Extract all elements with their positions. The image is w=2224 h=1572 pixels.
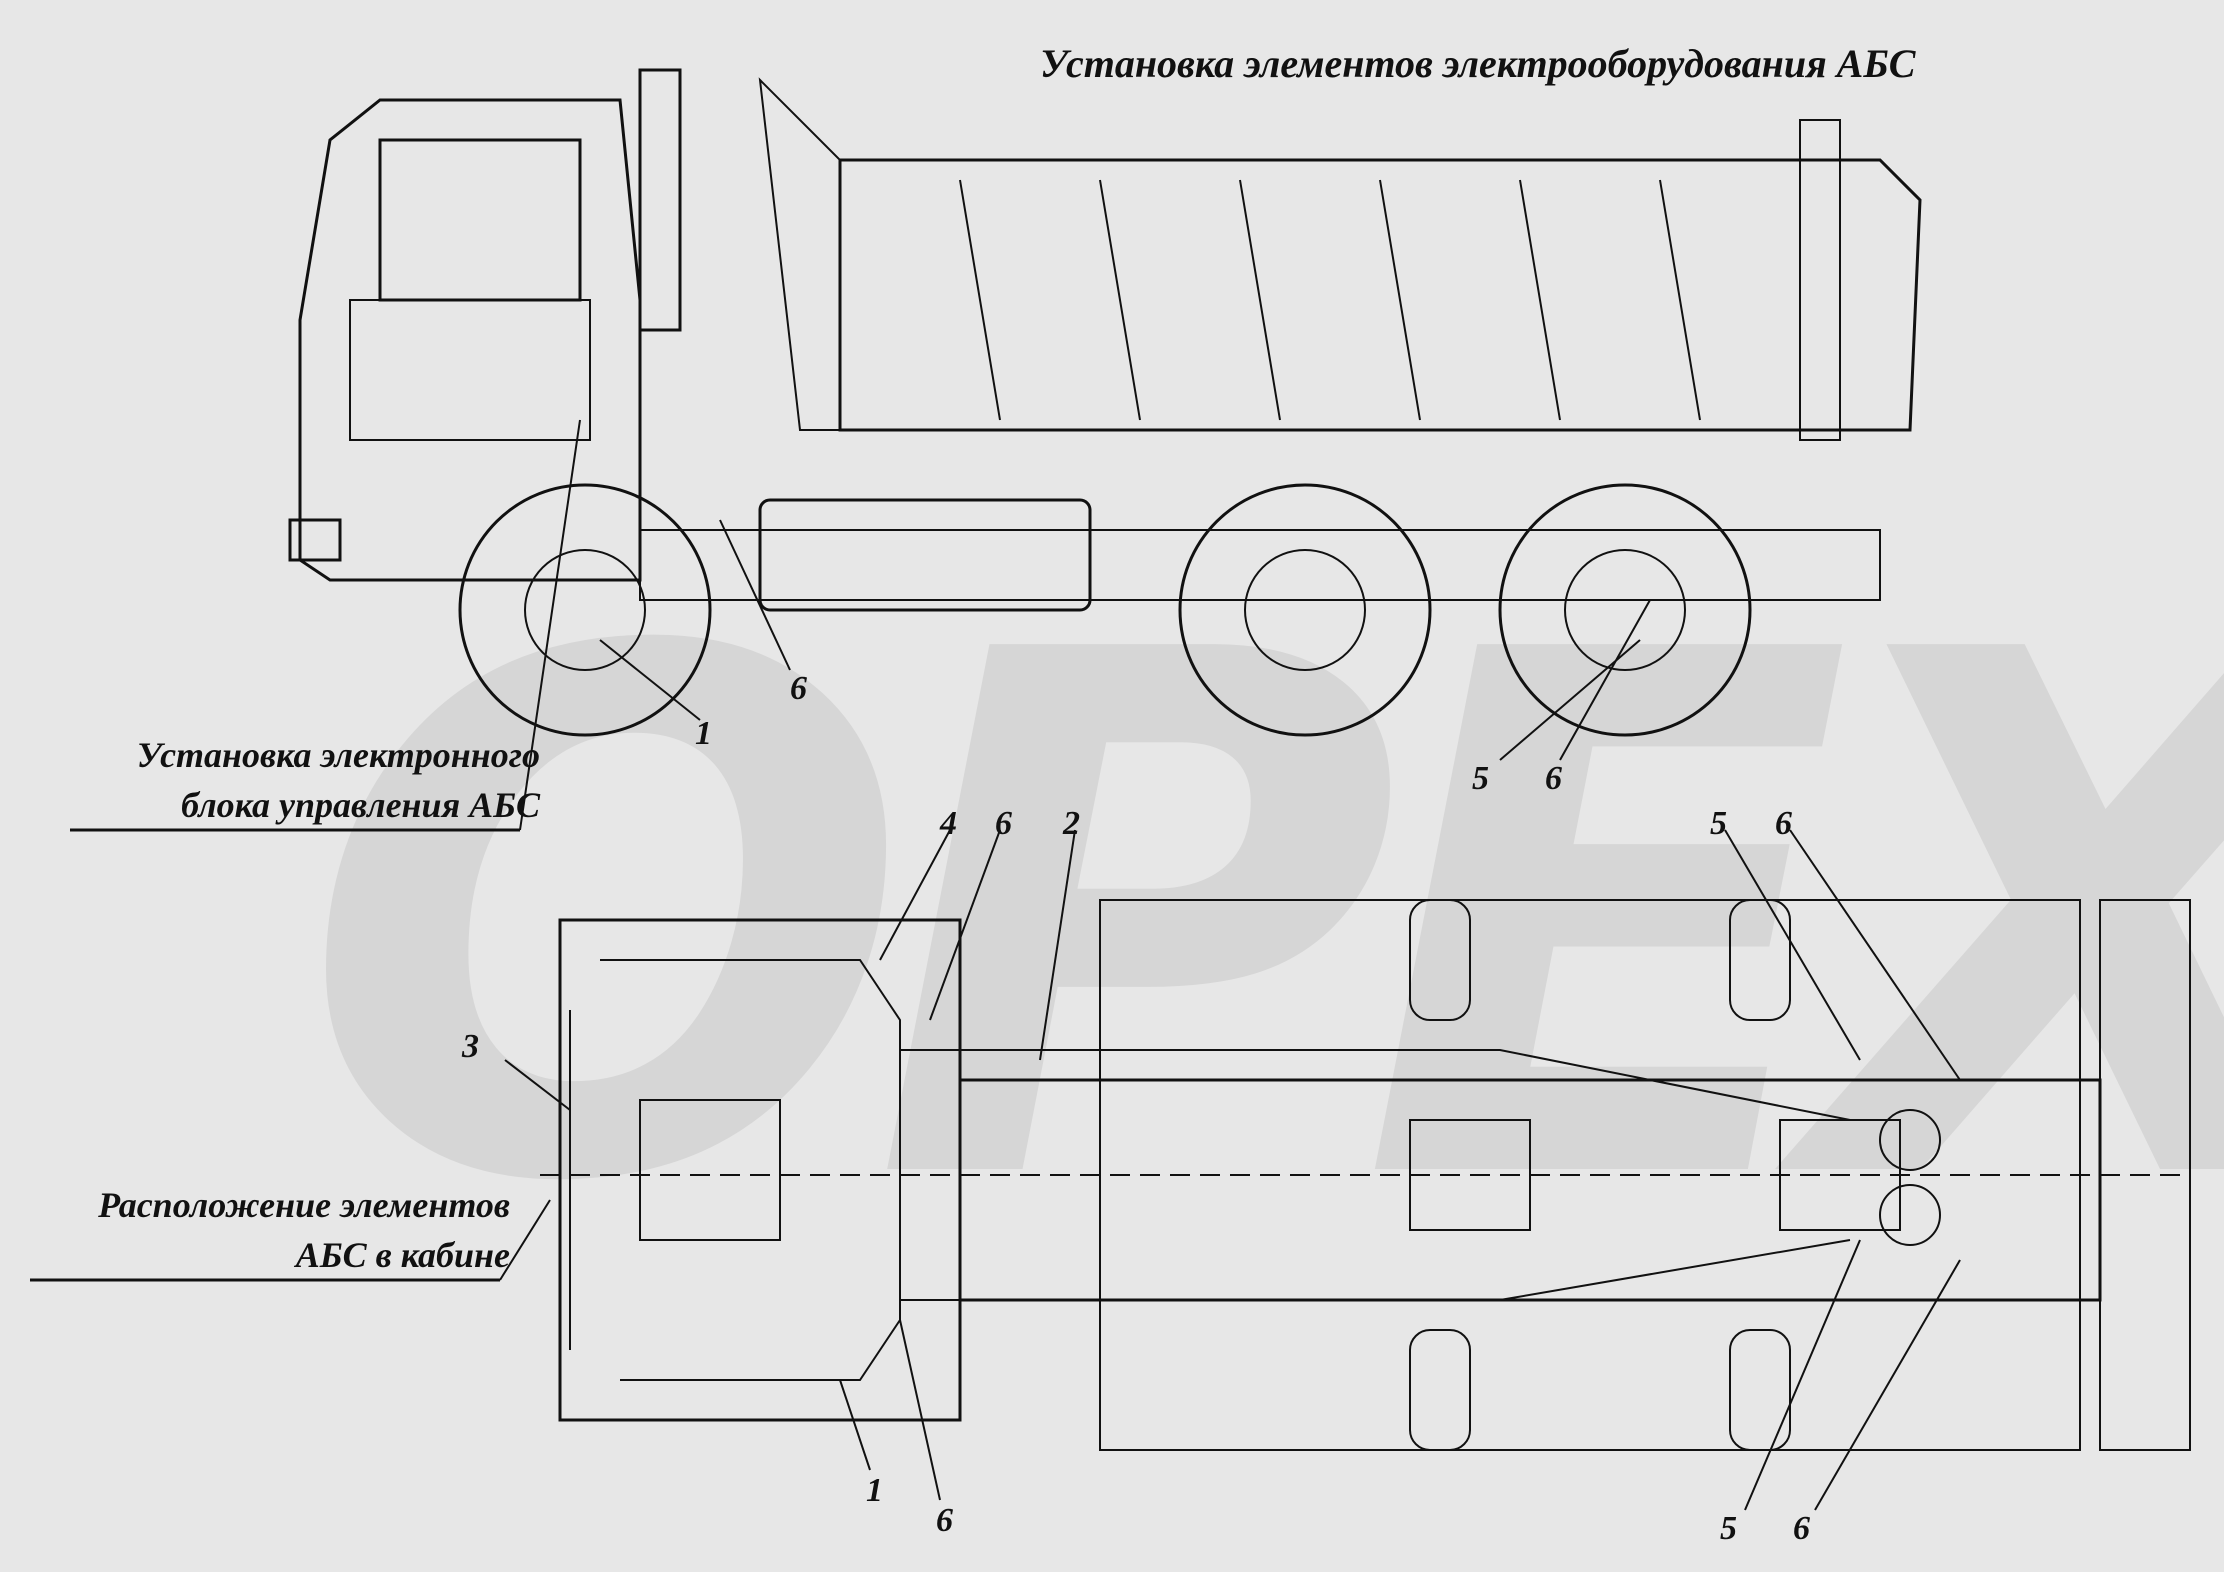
cab-bumper: [288, 518, 342, 562]
cab-door: [349, 299, 591, 441]
ecu-caption-line2: блока управления АБС: [181, 785, 540, 825]
page-title: Установка элементов электрооборудования …: [1040, 41, 1916, 86]
top-view: [30, 828, 2191, 1511]
leader-top-5a: [1724, 829, 1861, 1061]
rear-axle-b: [1779, 1119, 1901, 1231]
callout-top-5a: 5: [1710, 805, 1727, 842]
cab-top: [558, 918, 962, 1422]
front-wheel: [458, 483, 712, 737]
callout-top-4: 4: [940, 805, 957, 842]
abs-harness: [600, 959, 1851, 1381]
seat-driver: [639, 1099, 781, 1241]
axle-hub-a: [1879, 1109, 1941, 1171]
leader-top-2: [1039, 829, 1076, 1061]
rear-axle-a: [1409, 1119, 1531, 1231]
cabin-caption: Расположение элементов АБС в кабине: [20, 1180, 510, 1280]
tailgate-top: [2099, 899, 2191, 1451]
leader-side-6: [719, 519, 791, 671]
leader-side-1: [599, 639, 701, 721]
leader-top-4: [879, 829, 951, 961]
callout-side-6: 6: [790, 670, 807, 707]
ecu-caption-line1: Установка электронного: [136, 735, 540, 775]
exhaust-pipe: [638, 68, 682, 332]
leader-top-1: [839, 1379, 871, 1471]
rear-wheel: [1498, 483, 1752, 737]
leader-top-6: [929, 829, 1001, 1021]
callout-top-6: 6: [995, 805, 1012, 842]
leader-top-3: [504, 1059, 571, 1111]
callout-top-5b: 5: [1720, 1510, 1737, 1547]
callout-top-2: 2: [1063, 805, 1080, 842]
leader-side-6b: [1559, 599, 1651, 761]
axle-hub-b: [1879, 1184, 1941, 1246]
cab-window: [378, 138, 582, 302]
cabin-caption-line1: Расположение элементов: [98, 1185, 510, 1225]
leader-cab: [499, 1199, 551, 1281]
leader-top-5b: [1744, 1239, 1861, 1511]
leader-ecu: [519, 419, 581, 831]
dump-body: [838, 158, 1922, 432]
leader-top-6a: [1789, 829, 1961, 1081]
callout-top-3: 3: [462, 1028, 479, 1065]
dump-body-top: [1099, 899, 2081, 1451]
callout-side-5: 5: [1472, 760, 1489, 797]
leader-top-6c: [1814, 1259, 1961, 1511]
callout-top-6a: 6: [1775, 805, 1792, 842]
side-view: [288, 68, 1922, 831]
ecu-caption: Установка электронного блока управления …: [60, 730, 540, 830]
callout-top-6b: 6: [936, 1502, 953, 1539]
dump-body-front: [758, 77, 841, 431]
mid-wheel: [1178, 483, 1432, 737]
leader-top-6b: [899, 1319, 941, 1501]
tailgate: [1799, 119, 1841, 441]
callout-top-1: 1: [866, 1472, 883, 1509]
callout-side-1: 1: [695, 715, 712, 752]
frame-rail: [639, 529, 1881, 601]
callout-top-6c: 6: [1793, 1510, 1810, 1547]
fuel-tank: [758, 498, 1092, 612]
callout-side-6b: 6: [1545, 760, 1562, 797]
cabin-caption-line2: АБС в кабине: [295, 1235, 510, 1275]
